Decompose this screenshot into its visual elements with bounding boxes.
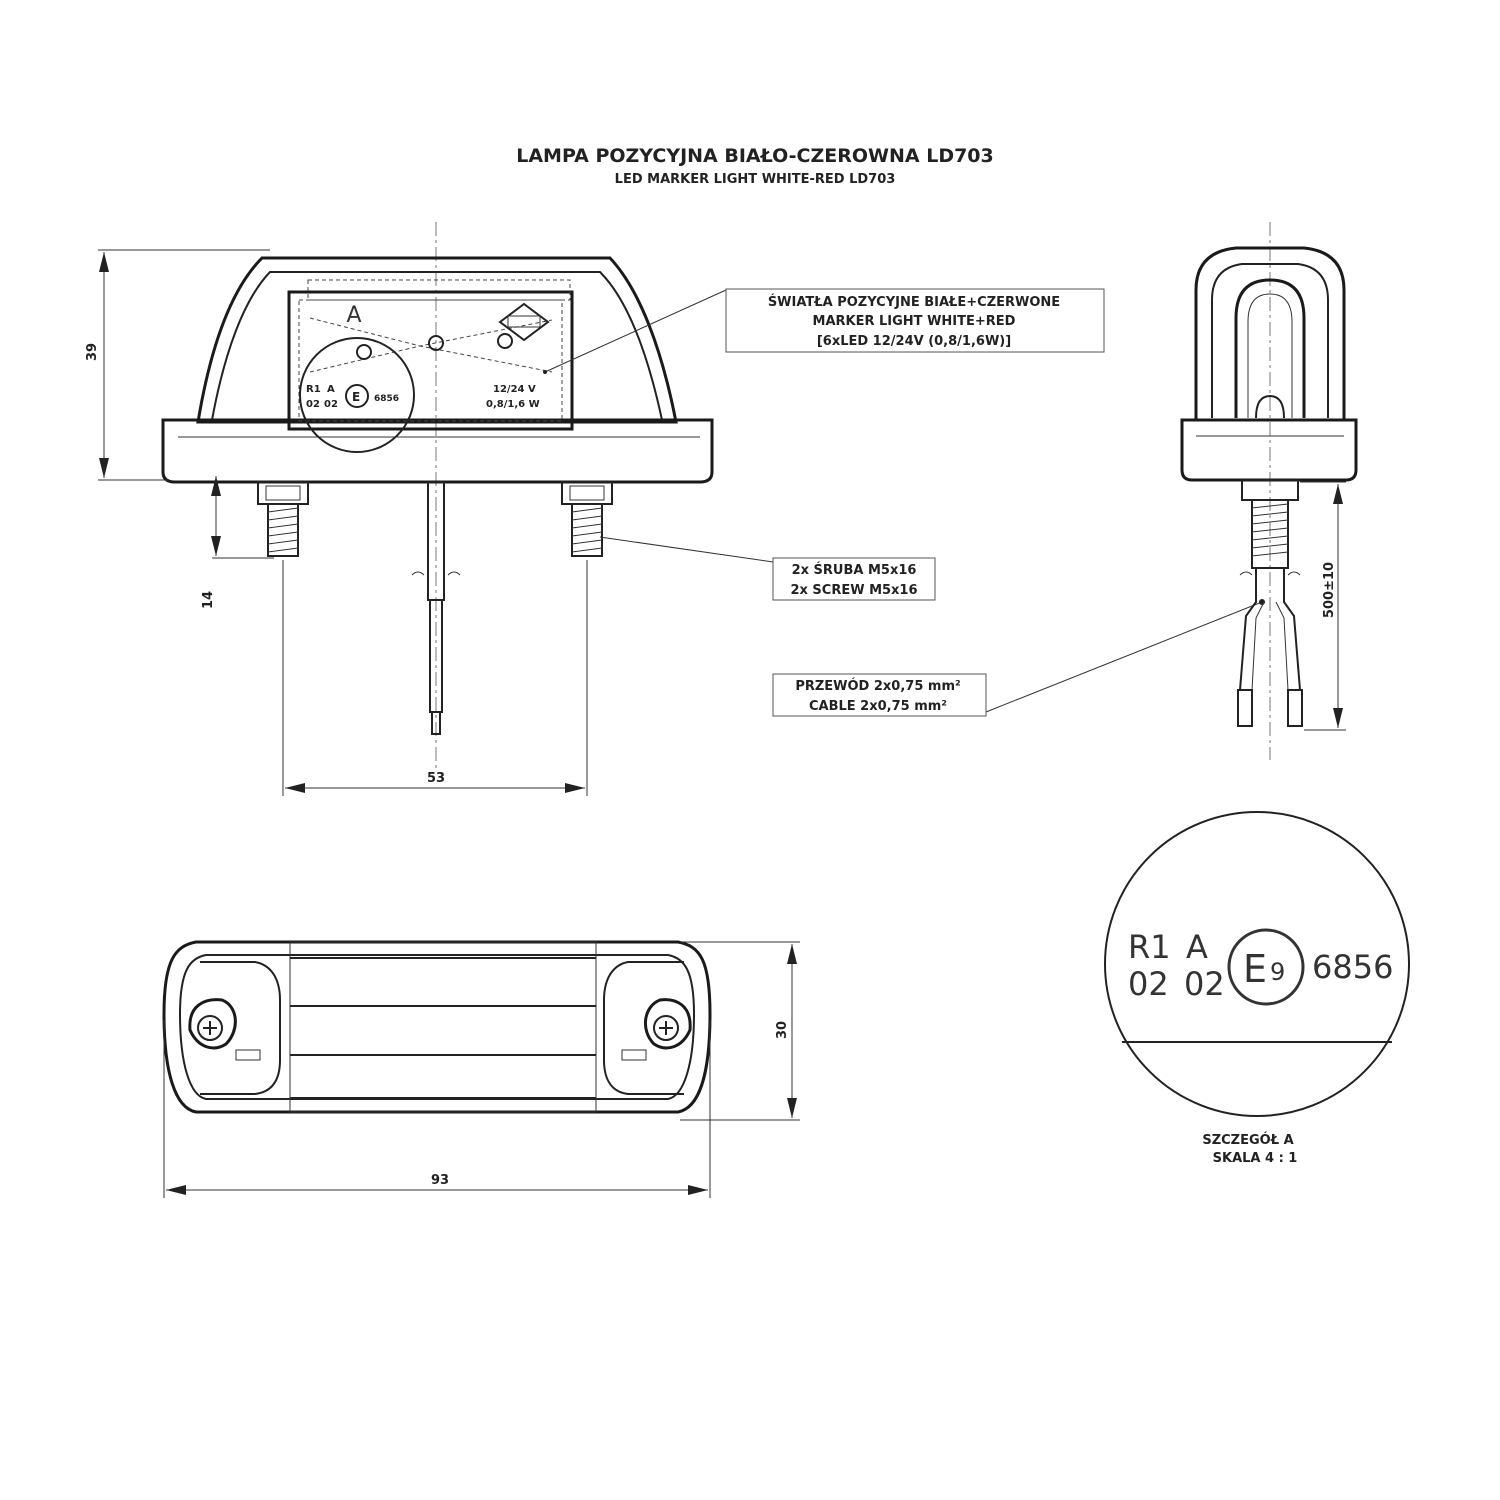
dim-39-arrow-top [99,252,109,272]
detail-approval-number: 6856 [1312,948,1393,986]
detail-mark-02-mid: 02 [1184,965,1225,1003]
detail-label: SZCZEGÓŁ A [1202,1132,1293,1148]
callout-cable-box [772,673,987,717]
lens-e-mark-circle [345,384,369,408]
lens-e-mark: E [352,390,360,404]
dim-14-arrow-bottom [211,536,221,556]
right-screw [561,481,613,557]
lens-top-contour [307,279,571,301]
dim-screw-length: 14 [201,591,216,609]
detail-mark-a: A [1186,928,1208,966]
left-screw [257,481,309,557]
detail-e-mark-circle [1227,928,1305,1006]
front-cable [411,481,461,735]
callout-screws-box [772,557,936,601]
dim-39-arrow-bottom [99,458,109,478]
lens-window [287,290,574,431]
side-lens-inner [1247,293,1293,418]
side-cable-end-left [1237,689,1253,727]
lens-approval-number: 6856 [374,394,399,404]
side-view: 500±10 [1180,222,1358,760]
lens-reflector-line-2 [309,345,553,373]
detail-scale: SKALA 4 : 1 [1213,1151,1298,1166]
top-outline [162,940,712,1114]
housing-inner-contour [211,271,663,421]
dim-53-arrow-right [565,783,585,793]
lens-inner-contour [298,299,563,422]
callout-screws-line1: 2x ŚRUBA M5x16 [792,562,917,578]
side-led [1255,394,1285,419]
callout-screws-leader [599,536,774,563]
detail-e-mark: E [1243,947,1267,991]
dim-front-height: 39 [85,343,100,361]
lens-watt-label: 0,8/1,6 W [486,399,540,410]
top-view: 30 93 [162,940,800,1198]
base-plate [161,418,714,484]
detail-a-letter: A [346,303,361,328]
top-screw-left-icon [188,998,237,1050]
top-inner-outline [178,954,696,1100]
detail-mark-r1: R1 [1128,928,1171,966]
dim-14-arrow-top [211,476,221,496]
callout-cable-line2: CABLE 2x0,75 mm² [809,699,947,714]
led-3 [497,333,513,349]
side-cable-end-right [1287,689,1303,727]
side-cable [1239,568,1301,691]
detail-a-enlarged-circle [1104,811,1410,1117]
side-housing [1194,246,1346,420]
detail-e-mark-number: 9 [1270,958,1285,986]
callout-cable-leader [985,601,1263,713]
front-view: A R1 A 02 02 E 6856 12/24 V 0,8/1,6 W [85,222,714,796]
callout-screws: 2x ŚRUBA M5x16 2x SCREW M5x16 [599,536,936,601]
callout-lights-leader [544,289,727,373]
top-lens-area [289,941,597,1113]
top-pad-right [603,961,684,1095]
dim-top-depth: 30 [775,1021,790,1039]
lens-mark-r1: R1 [306,384,321,395]
callout-cable-line1: PRZEWÓD 2x0,75 mm² [795,678,960,694]
lens-mark-02-left: 02 [306,399,320,410]
lens-mark-a: A [327,384,335,395]
detail-a-circle [299,337,415,453]
detail-a-view: R1 A 02 02 E 9 6856 SZCZEGÓŁ A SKALA 4 :… [1104,811,1410,1166]
callout-lights-box [725,288,1105,353]
brand-logo [498,302,550,342]
dim-53-arrow-left [285,783,305,793]
title-polish: LAMPA POZYCYJNA BIAŁO-CZEROWNA LD703 [516,145,994,167]
top-pad-left [200,961,281,1095]
dim-cable-length: 500±10 [1322,562,1337,618]
callout-screws-line2: 2x SCREW M5x16 [790,583,917,598]
callout-lights-line3: [6xLED 12/24V (0,8/1,6W)] [817,334,1011,349]
callout-lights-line2: MARKER LIGHT WHITE+RED [813,314,1016,329]
housing-body [196,256,678,424]
side-screw [1251,499,1289,569]
lens-mark-02-mid: 02 [324,399,338,410]
dim-top-width: 93 [431,1173,449,1188]
side-lens-u [1234,278,1306,418]
lens-volt-label: 12/24 V [493,384,536,395]
callout-lights-line1: ŚWIATŁA POZYCYJNE BIAŁE+CZERWONE [768,294,1060,310]
callout-lights: ŚWIATŁA POZYCYJNE BIAŁE+CZERWONE MARKER … [543,288,1105,374]
side-base [1180,418,1358,482]
title-english: LED MARKER LIGHT WHITE-RED LD703 [615,172,896,187]
dim-screw-spacing: 53 [427,771,445,786]
detail-mark-02-left: 02 [1128,965,1169,1003]
side-housing-inner [1211,263,1329,418]
callout-cable: PRZEWÓD 2x0,75 mm² CABLE 2x0,75 mm² [772,599,1265,717]
led-1 [356,344,372,360]
top-screw-right-icon [644,998,692,1050]
led-2 [428,335,444,351]
